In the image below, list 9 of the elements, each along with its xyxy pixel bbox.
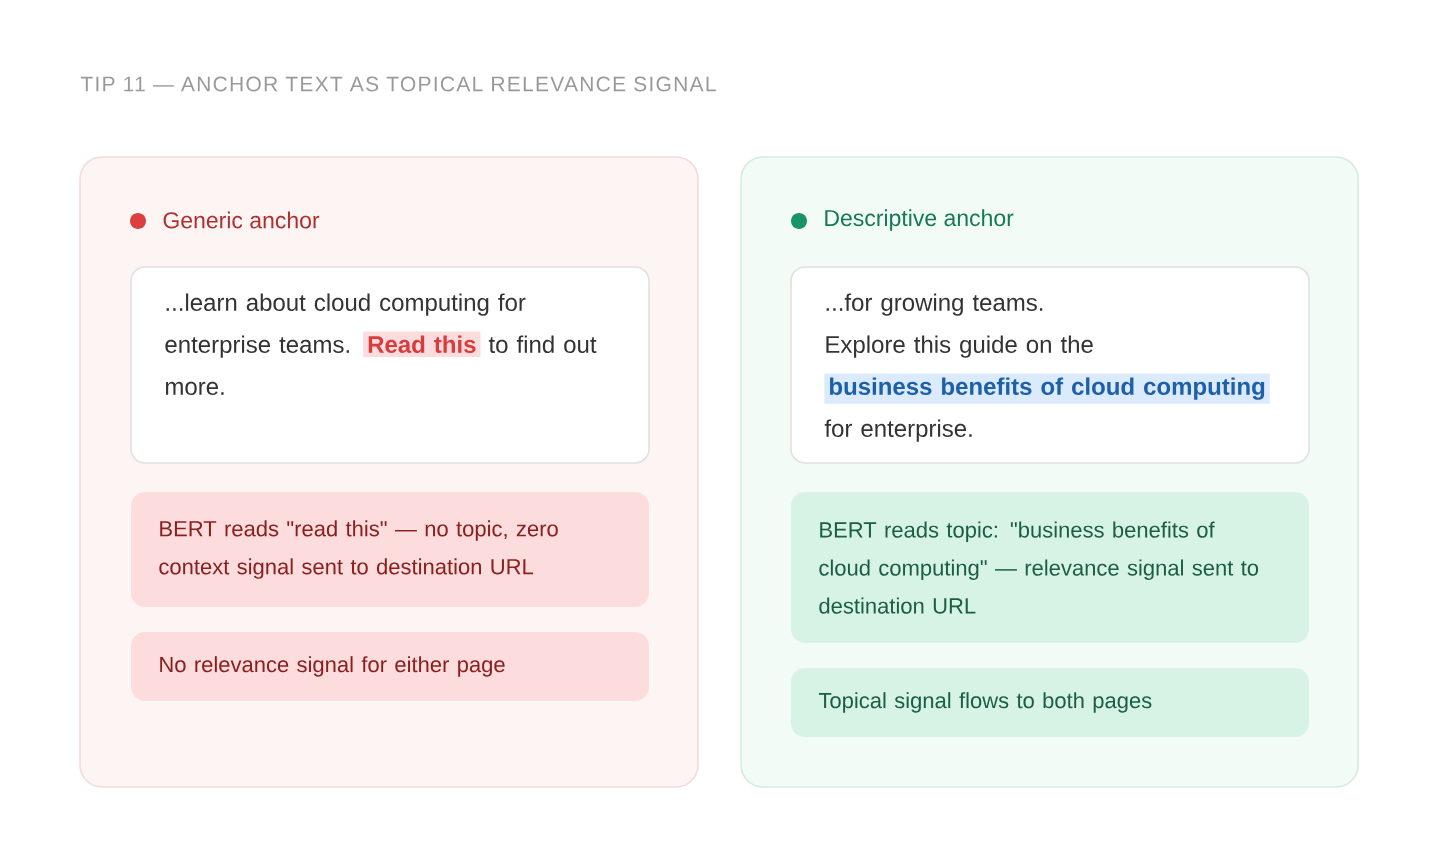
text-snippet-box: ...learn about cloud computing for enterprise teams. Read this to find out more. (130, 266, 650, 464)
title: TIP 11 — ANCHOR TEXT AS TOPICAL RELEVANCE SIGNAL (80, 76, 716, 92)
panel-heading: Generic anchor (163, 211, 320, 229)
callout-box: No relevance signal for either page (131, 631, 649, 701)
text-snippet-box: ...for growing teams. Explore this guide on the business benefits of cloud computing for enterprise. (790, 266, 1310, 464)
panel-heading: Descriptive anchor (825, 209, 1014, 231)
callout-box: BERT reads topic: "business benefits of cloud computing" — relevance signal sent to destination URL (791, 492, 1309, 644)
callout-box: BERT reads "read this" — no topic, zero context signal sent to destination URL (131, 492, 649, 608)
callout-box: Topical signal flows to both pages (791, 667, 1309, 737)
